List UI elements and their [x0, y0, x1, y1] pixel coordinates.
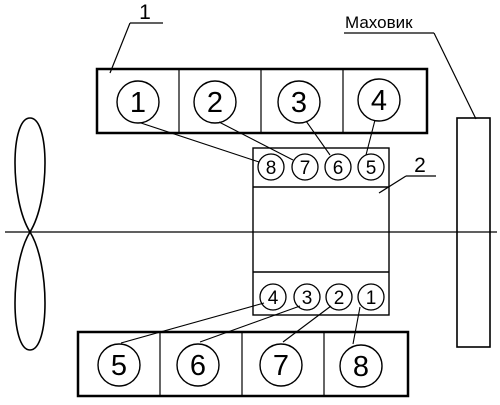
cylinder-circle-outline — [193, 80, 237, 124]
leader-line-2 — [378, 175, 407, 194]
connection-circle: 8 — [257, 153, 285, 181]
cylinder-circle: 4 — [357, 78, 401, 122]
connection-line — [282, 305, 332, 343]
cylinder-circle: 6 — [176, 343, 220, 387]
cylinder-circle: 2 — [193, 80, 237, 124]
fan-blade-top — [14, 117, 46, 234]
cylinder-number: 5 — [111, 350, 127, 382]
cylinder-number: 4 — [371, 85, 387, 117]
cylinder-circle: 5 — [97, 343, 141, 387]
cylinder-number: 3 — [291, 87, 307, 119]
cylinder-circle-outline — [97, 343, 141, 387]
upper-cylinder-block — [95, 67, 429, 135]
cylinder-number: 6 — [190, 350, 206, 382]
connection-number: 5 — [366, 158, 377, 179]
connection-line — [199, 305, 301, 343]
leader-line-flywheel — [433, 32, 477, 120]
cylinder-circle-outline — [339, 344, 383, 388]
connection-number: 7 — [300, 158, 311, 179]
cylinder-circle-outline — [277, 80, 321, 124]
cylinder-circle-outline — [357, 78, 401, 122]
distributor-label: 2 — [414, 154, 426, 177]
flywheel-label: Маховик — [345, 13, 413, 32]
connection-number: 8 — [266, 158, 277, 179]
connection-line — [140, 122, 260, 163]
cylinder-circle-outline — [259, 343, 303, 387]
connection-circle-outline — [259, 283, 287, 311]
cylinder-number: 7 — [273, 350, 289, 382]
cylinder-circle: 8 — [339, 344, 383, 388]
fan-blade-bottom — [14, 230, 46, 351]
leader-line-1 — [109, 22, 131, 74]
connection-line — [218, 121, 294, 161]
connection-circle-outline — [293, 283, 321, 311]
connection-line — [365, 119, 376, 156]
connection-circle-outline — [291, 153, 319, 181]
connection-number: 6 — [333, 158, 344, 179]
connection-circle-outline — [257, 153, 285, 181]
cylinder-circle-outline — [116, 80, 160, 124]
connection-circle: 7 — [291, 153, 319, 181]
connection-line — [305, 120, 331, 156]
connection-circle-outline — [357, 153, 385, 181]
connection-circle: 5 — [357, 153, 385, 181]
connection-circle: 1 — [357, 283, 385, 311]
connection-circle: 4 — [259, 283, 287, 311]
connection-number: 1 — [366, 288, 377, 309]
engine-block-label: 1 — [139, 1, 151, 24]
connection-circle-outline — [325, 283, 353, 311]
connection-number: 3 — [302, 288, 313, 309]
connection-circle: 6 — [324, 153, 352, 181]
lower-cylinder-block — [76, 330, 410, 398]
cylinder-circle: 3 — [277, 80, 321, 124]
connection-circle: 3 — [293, 283, 321, 311]
cylinder-circle: 7 — [259, 343, 303, 387]
cylinder-number: 8 — [353, 351, 369, 383]
cylinder-circle: 1 — [116, 80, 160, 124]
flywheel — [456, 117, 491, 348]
connection-number: 2 — [334, 288, 345, 309]
distributor-body — [252, 147, 390, 316]
connection-line — [352, 306, 361, 345]
cylinder-circle-outline — [176, 343, 220, 387]
connection-circle-outline — [324, 153, 352, 181]
connection-number: 4 — [268, 288, 279, 309]
connection-circle-outline — [357, 283, 385, 311]
cylinder-number: 2 — [207, 87, 223, 119]
connection-circle: 2 — [325, 283, 353, 311]
cylinder-number: 1 — [130, 87, 146, 119]
connection-line — [120, 302, 265, 344]
